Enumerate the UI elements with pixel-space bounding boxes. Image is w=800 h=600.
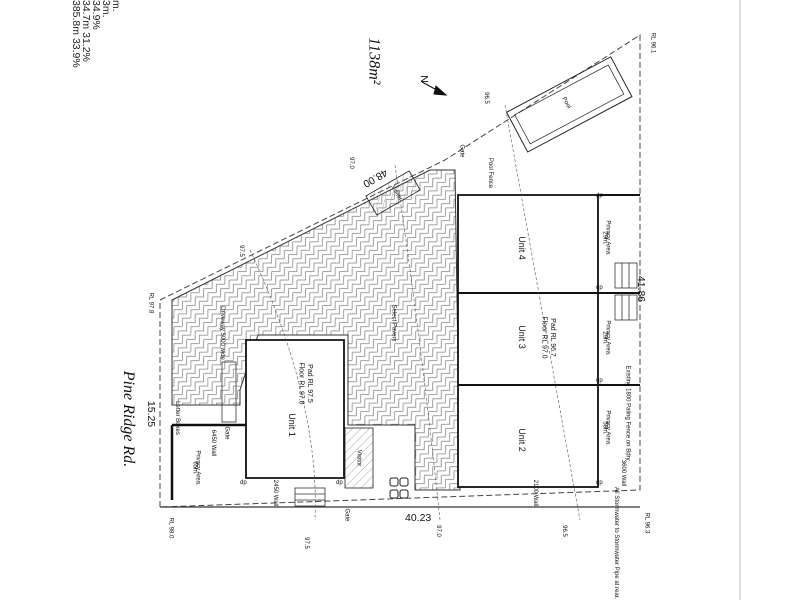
letter-boxes — [221, 361, 237, 423]
pool-fence-label: Pool Fence — [487, 157, 494, 189]
stormwater-label: All Stormwater to Stormwater Pipe at rea… — [613, 486, 620, 600]
level-rl-97-8: RL 97.8 — [147, 292, 154, 314]
gate-label-side: Gate — [223, 426, 230, 440]
pavers-label: Select Pavers — [390, 304, 397, 342]
boundary-41: 41.86 — [635, 275, 648, 303]
unit-2-label: Unit 2 — [516, 428, 527, 452]
road-name: Pine Ridge Rd. — [120, 370, 138, 468]
units-2-4-footprint — [457, 194, 599, 488]
bins — [389, 477, 409, 499]
privacy-area-2-size: 58m. — [601, 421, 608, 435]
level-rl-98-0: RL 98.0 — [167, 517, 174, 539]
pool-outline — [505, 56, 633, 153]
unit-1-floor: Floor RL 97.8 — [297, 362, 305, 405]
dp-marker-2: dp — [596, 285, 603, 291]
paved-driveway — [171, 169, 461, 491]
visitor-parking-rear — [365, 170, 421, 216]
privacy-area-1-size: 65m. — [191, 461, 198, 475]
privacy-area-3-size: 29m. — [601, 331, 608, 345]
level-97-0-rear: 97.0 — [347, 157, 354, 169]
unit-3-pad: Pad RL 96.7 — [548, 318, 556, 357]
level-97-5-front: 97.5 — [302, 537, 309, 549]
frontage-dimension: 15.25 — [145, 400, 158, 428]
site-area: 1138m² — [365, 37, 383, 85]
unit-1-pad: Pad RL 97.5 — [305, 364, 313, 403]
wall-2450: 2450 Wall — [272, 479, 279, 507]
pool-inner — [514, 64, 625, 145]
contours — [249, 104, 581, 521]
level-rl-96-3: RL 96.3 — [643, 512, 650, 534]
unit-4-label: Unit 4 — [516, 236, 527, 260]
level-97-0-front: 97.0 — [434, 525, 441, 537]
dp-marker-5: dp — [336, 480, 343, 486]
site-boundary — [159, 34, 641, 508]
privacy-area-4-size: 29m. — [601, 231, 608, 245]
visitor-parking-front — [344, 427, 374, 489]
gate-label-rear: Gate — [458, 144, 465, 158]
north-arrow-icon — [421, 81, 448, 96]
wall-3600: 3600 Wall — [620, 459, 627, 487]
rear-steps — [614, 262, 638, 321]
dp-marker-4: dp — [596, 480, 603, 486]
wall-2100: 2100 Wall — [532, 479, 539, 507]
level-96-5-rear: 96.5 — [482, 92, 489, 104]
gate-label-front: Gate — [343, 508, 350, 522]
stat-5: 385.8m 33.9% — [70, 0, 82, 68]
visitor-label-front: Visitor — [355, 449, 362, 467]
dp-marker-1: dp — [596, 193, 603, 199]
level-96-5-front: 96.5 — [560, 525, 567, 537]
unit-1-footprint — [245, 339, 345, 479]
dp-marker-6: dp — [240, 480, 247, 486]
wall-6450: 6450 Wall — [210, 429, 217, 457]
level-rl-96-1: RL 96.1 — [649, 32, 656, 54]
unit-3-floor: Floor RL 97.0 — [540, 316, 548, 359]
north-label: N — [417, 75, 430, 83]
site-statistics: m. 3m. 34.9% 34.7m 31.2% 385.8m 33.9% — [70, 0, 122, 115]
driveway-label: Driveway 5000 wide — [218, 306, 225, 360]
boundary-40: 40.23 — [405, 512, 432, 524]
level-97-5-rear: 97.5 — [237, 245, 244, 257]
dp-marker-3: dp — [596, 378, 603, 384]
letter-boxes-label: Letter Boxes — [173, 401, 180, 435]
fence-label: Existing 1800 Paling Fence on Bdry — [624, 365, 631, 461]
front-steps — [294, 487, 326, 507]
unit-3-label: Unit 3 — [516, 325, 527, 349]
unit-1-label: Unit 1 — [286, 413, 297, 437]
